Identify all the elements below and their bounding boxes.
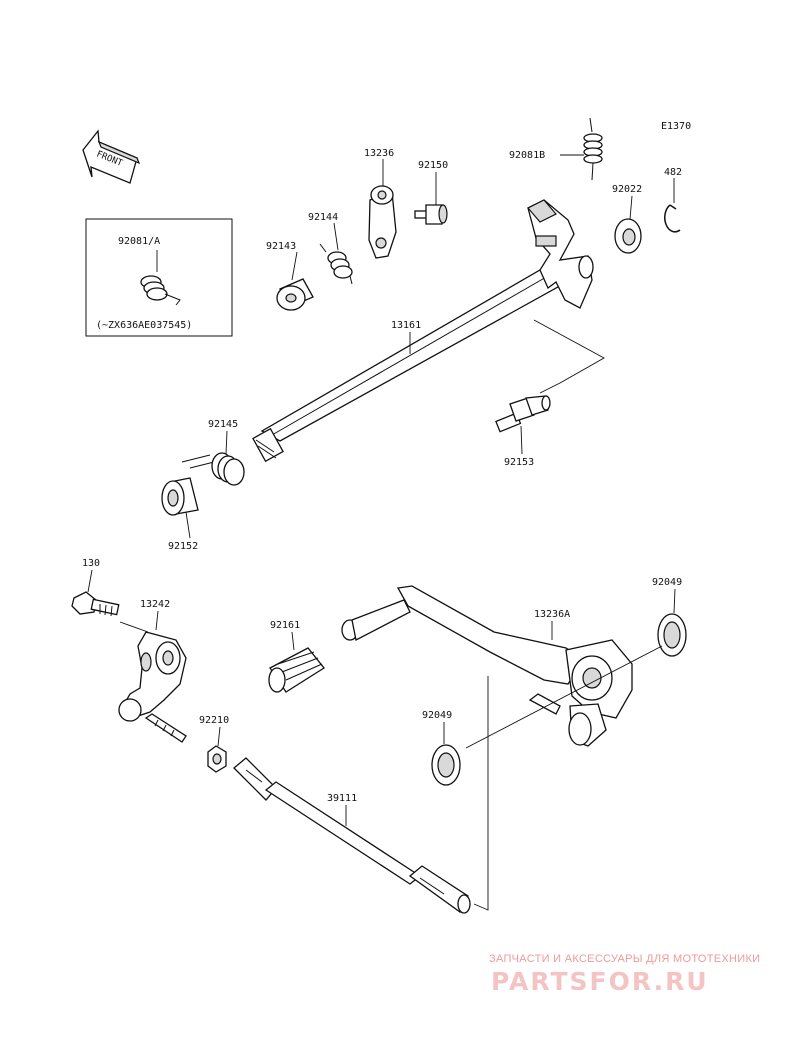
inset-note: (~ZX636AE037545) [96, 320, 192, 331]
watermark-logo: PARTSFOR.RU [491, 967, 709, 996]
inset-part-label: 92081/A [118, 236, 160, 247]
spring-icon [140, 275, 181, 306]
label-13236: 13236 [364, 148, 394, 159]
label-92153: 92153 [504, 457, 534, 468]
rubber-92161 [268, 647, 325, 693]
shift-pedal-13236a [341, 585, 633, 747]
shift-arm-13242 [118, 631, 187, 722]
front-arrow-icon: FRONT [82, 129, 141, 184]
label-92143: 92143 [266, 241, 296, 252]
seal-92049-top [657, 613, 687, 657]
label-92144: 92144 [308, 212, 338, 223]
inset-box: 92081/A (~ZX636AE037545) [85, 218, 233, 337]
label-92161: 92161 [270, 620, 300, 631]
label-13236a: 13236A [534, 609, 570, 620]
stud-92153 [495, 395, 551, 433]
shift-shaft-13161 [252, 199, 594, 463]
circlip-482 [664, 204, 681, 233]
bolt-92150 [414, 204, 448, 225]
label-39111: 39111 [327, 793, 357, 804]
tie-rod-39111 [233, 757, 471, 914]
label-13161: 13161 [391, 320, 421, 331]
label-92022: 92022 [612, 184, 642, 195]
label-92150: 92150 [418, 160, 448, 171]
spring-92081b [583, 117, 603, 181]
seal-92049-bottom [431, 744, 461, 786]
bushing-92152 [161, 477, 199, 516]
label-13242: 13242 [140, 599, 170, 610]
label-482: 482 [664, 167, 682, 178]
label-92049-top: 92049 [652, 577, 682, 588]
rod-end-bolt [144, 713, 187, 743]
label-92152: 92152 [168, 541, 198, 552]
label-92049-bottom: 92049 [422, 710, 452, 721]
spring-92144 [319, 243, 353, 285]
bolt-130 [71, 591, 120, 617]
label-92210: 92210 [199, 715, 229, 726]
label-130: 130 [82, 558, 100, 569]
collar-92143 [276, 278, 314, 311]
lever-13236 [368, 185, 397, 259]
label-92145: 92145 [208, 419, 238, 430]
spring-92145 [181, 452, 245, 486]
washer-92022 [614, 218, 642, 254]
nut-92210 [207, 745, 227, 773]
watermark-tagline: ЗАПЧАСТИ И АКСЕССУАРЫ ДЛЯ МОТОТЕХНИКИ [489, 953, 760, 965]
label-92081b: 92081B [509, 150, 545, 161]
diagram-code: E1370 [661, 121, 691, 132]
